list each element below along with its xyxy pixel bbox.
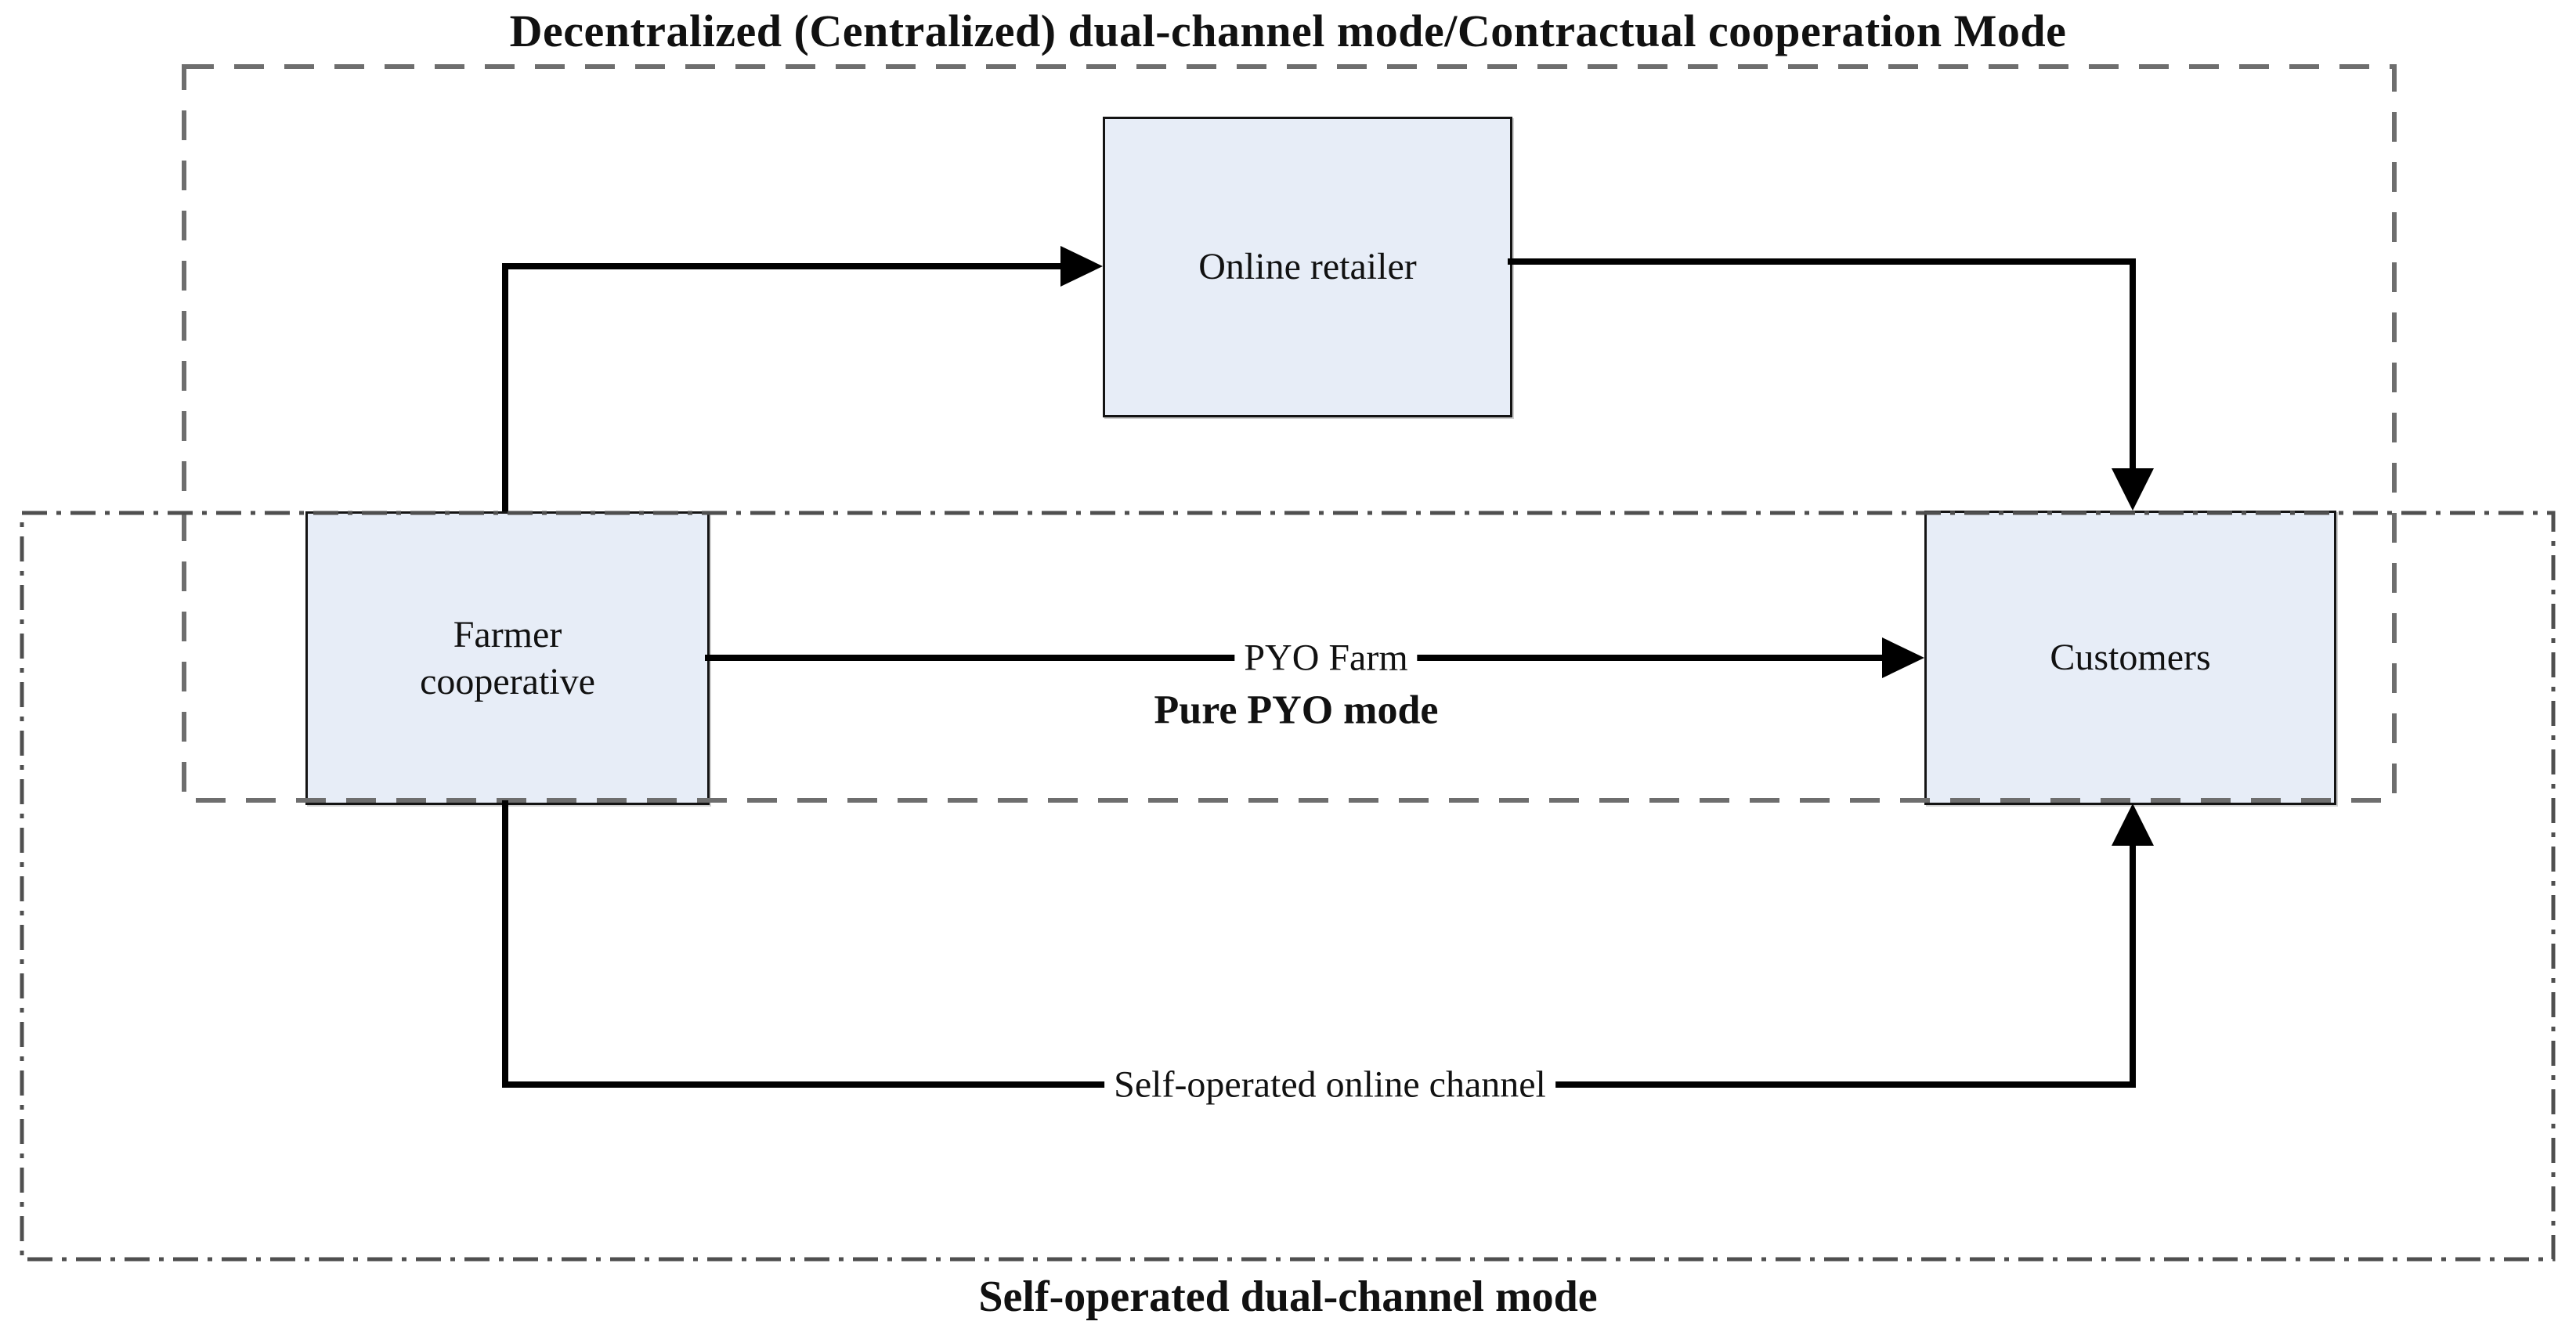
edge-label-pyo-farm: PYO Farm xyxy=(1234,636,1418,680)
node-farmer-cooperative-label: Farmer cooperative xyxy=(420,613,595,702)
edge-label-self-operated-online-channel: Self-operated online channel xyxy=(1104,1063,1555,1107)
node-customers-label: Customers xyxy=(2050,637,2211,678)
edge-farmer-to-online-retailer xyxy=(502,263,1060,511)
dual-channel-region-border xyxy=(182,64,2397,803)
self-operated-region-title: Self-operated dual-channel mode xyxy=(978,1273,1598,1321)
self-operated-region-border xyxy=(20,511,2556,1262)
edge-online-retailer-to-customers xyxy=(1508,258,2136,468)
node-online-retailer-label: Online retailer xyxy=(1198,246,1417,287)
arrowhead-into-customers-bottom xyxy=(2112,803,2154,846)
edge-label-pure-pyo-mode: Pure PYO mode xyxy=(1154,688,1439,733)
node-farmer-cooperative: Farmer cooperative xyxy=(305,511,710,805)
edge-self-operated-online-channel xyxy=(502,800,2136,1088)
arrowhead-into-customers-left xyxy=(1882,637,1924,678)
dual-channel-region-title: Decentralized (Centralized) dual-channel… xyxy=(509,5,2067,56)
node-online-retailer: Online retailer xyxy=(1103,117,1512,417)
arrowhead-into-customers-top xyxy=(2112,468,2154,511)
arrowhead-into-online-retailer xyxy=(1060,246,1103,287)
